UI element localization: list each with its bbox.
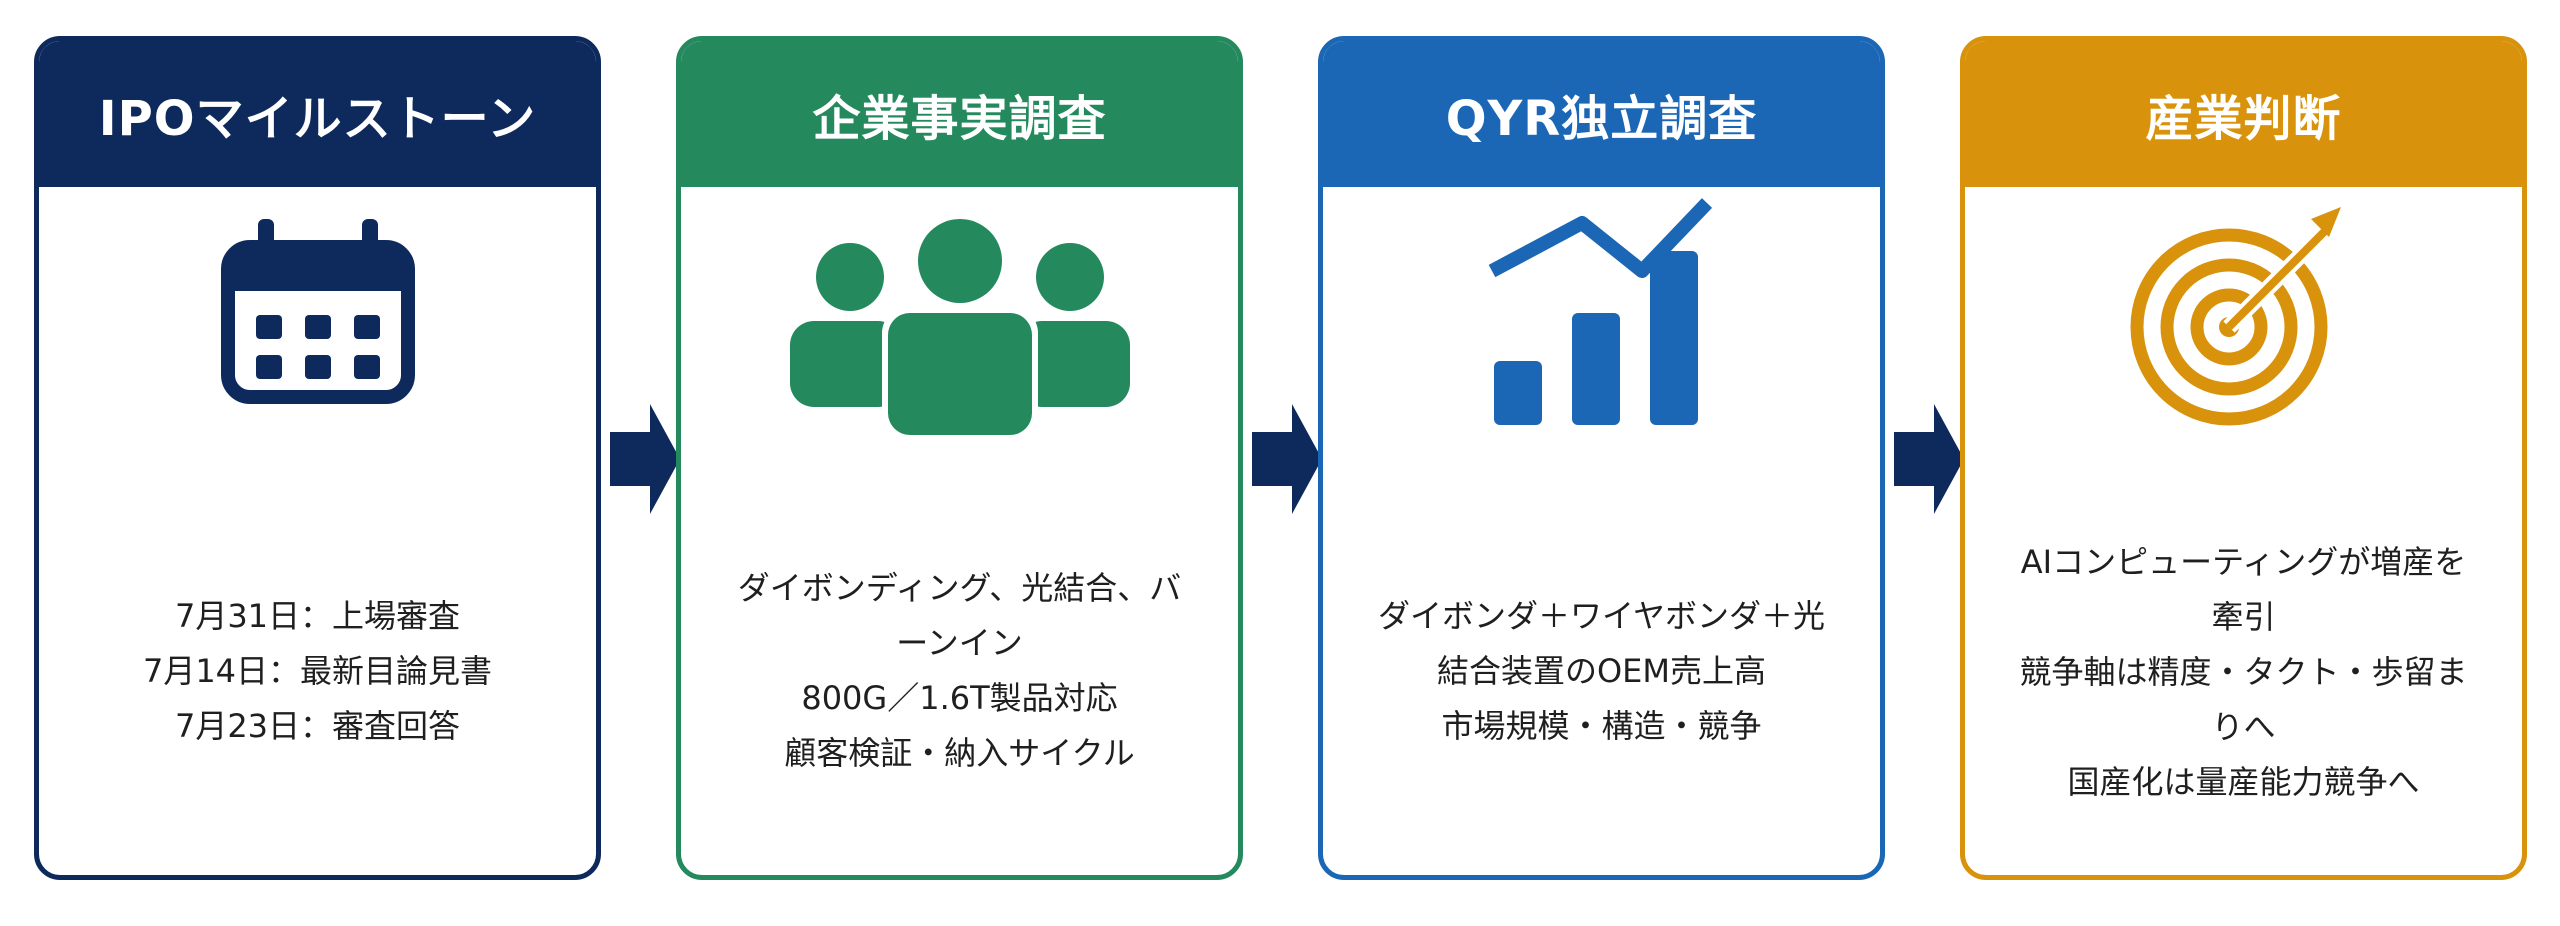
card-title: IPOマイルストーン (98, 91, 537, 147)
step-card-industry-judgment: 産業判断 AIコンピューティングが増産を 牽引 競争軸は精度・タクト・歩留ま り… (1960, 36, 2527, 880)
flow-arrow-icon (610, 404, 680, 514)
flow-arrow-icon (1252, 404, 1322, 514)
step-card-company-research: 企業事実調査 ダイボンディング、光結合、バ ーンイン 800G／1.6T製品対応… (676, 36, 1243, 880)
card-description: ダイボンダ＋ワイヤボンダ＋光 結合装置のOEM売上高 市場規模・構造・競争 (1353, 589, 1850, 754)
calendar-icon (39, 217, 596, 407)
people-group-icon (681, 211, 1238, 441)
card-header: IPOマイルストーン (39, 41, 596, 187)
card-header: QYR独立調査 (1323, 41, 1880, 187)
card-header: 企業事実調査 (681, 41, 1238, 187)
description-line: 牽引 (2211, 598, 2276, 636)
flow-arrow-icon (1894, 404, 1964, 514)
description-line: ダイボンダ＋ワイヤボンダ＋光 (1377, 597, 1826, 635)
step-card-ipo-milestone: IPOマイルストーン 7月31日：上場審査 7月14日：最新目論見書 7月23日… (34, 36, 601, 880)
description-line: 800G／1.6T製品対応 (801, 679, 1118, 717)
description-line: ダイボンディング、光結合、バ (737, 569, 1182, 607)
description-line: ーンイン (896, 624, 1023, 662)
card-description: AIコンピューティングが増産を 牽引 競争軸は精度・タクト・歩留ま りへ 国産化… (1995, 535, 2492, 810)
card-title: 企業事実調査 (812, 91, 1107, 147)
card-title: QYR独立調査 (1445, 91, 1758, 147)
description-line: 市場規模・構造・競争 (1441, 707, 1762, 745)
description-line: 顧客検証・納入サイクル (784, 734, 1135, 772)
growth-chart-icon (1323, 179, 1880, 429)
card-header: 産業判断 (1965, 41, 2522, 187)
description-line: 7月14日：最新目論見書 (142, 652, 493, 690)
card-description: 7月31日：上場審査 7月14日：最新目論見書 7月23日：審査回答 (69, 589, 566, 754)
card-description: ダイボンディング、光結合、バ ーンイン 800G／1.6T製品対応 顧客検証・納… (711, 561, 1208, 781)
description-line: 7月31日：上場審査 (174, 597, 461, 635)
description-line: 競争軸は精度・タクト・歩留ま (2019, 653, 2468, 691)
card-title: 産業判断 (2145, 91, 2342, 147)
description-line: 結合装置のOEM売上高 (1436, 652, 1767, 690)
description-line: 国産化は量産能力競争へ (2067, 763, 2420, 801)
description-line: 7月23日：審査回答 (174, 707, 461, 745)
target-icon (1965, 197, 2522, 427)
step-card-qyr-research: QYR独立調査 ダイボンダ＋ワイヤボンダ＋光 結合装置のOEM売上高 市場規模・… (1318, 36, 1885, 880)
description-line: AIコンピューティングが増産を (2020, 543, 2467, 581)
description-line: りへ (2211, 708, 2276, 746)
